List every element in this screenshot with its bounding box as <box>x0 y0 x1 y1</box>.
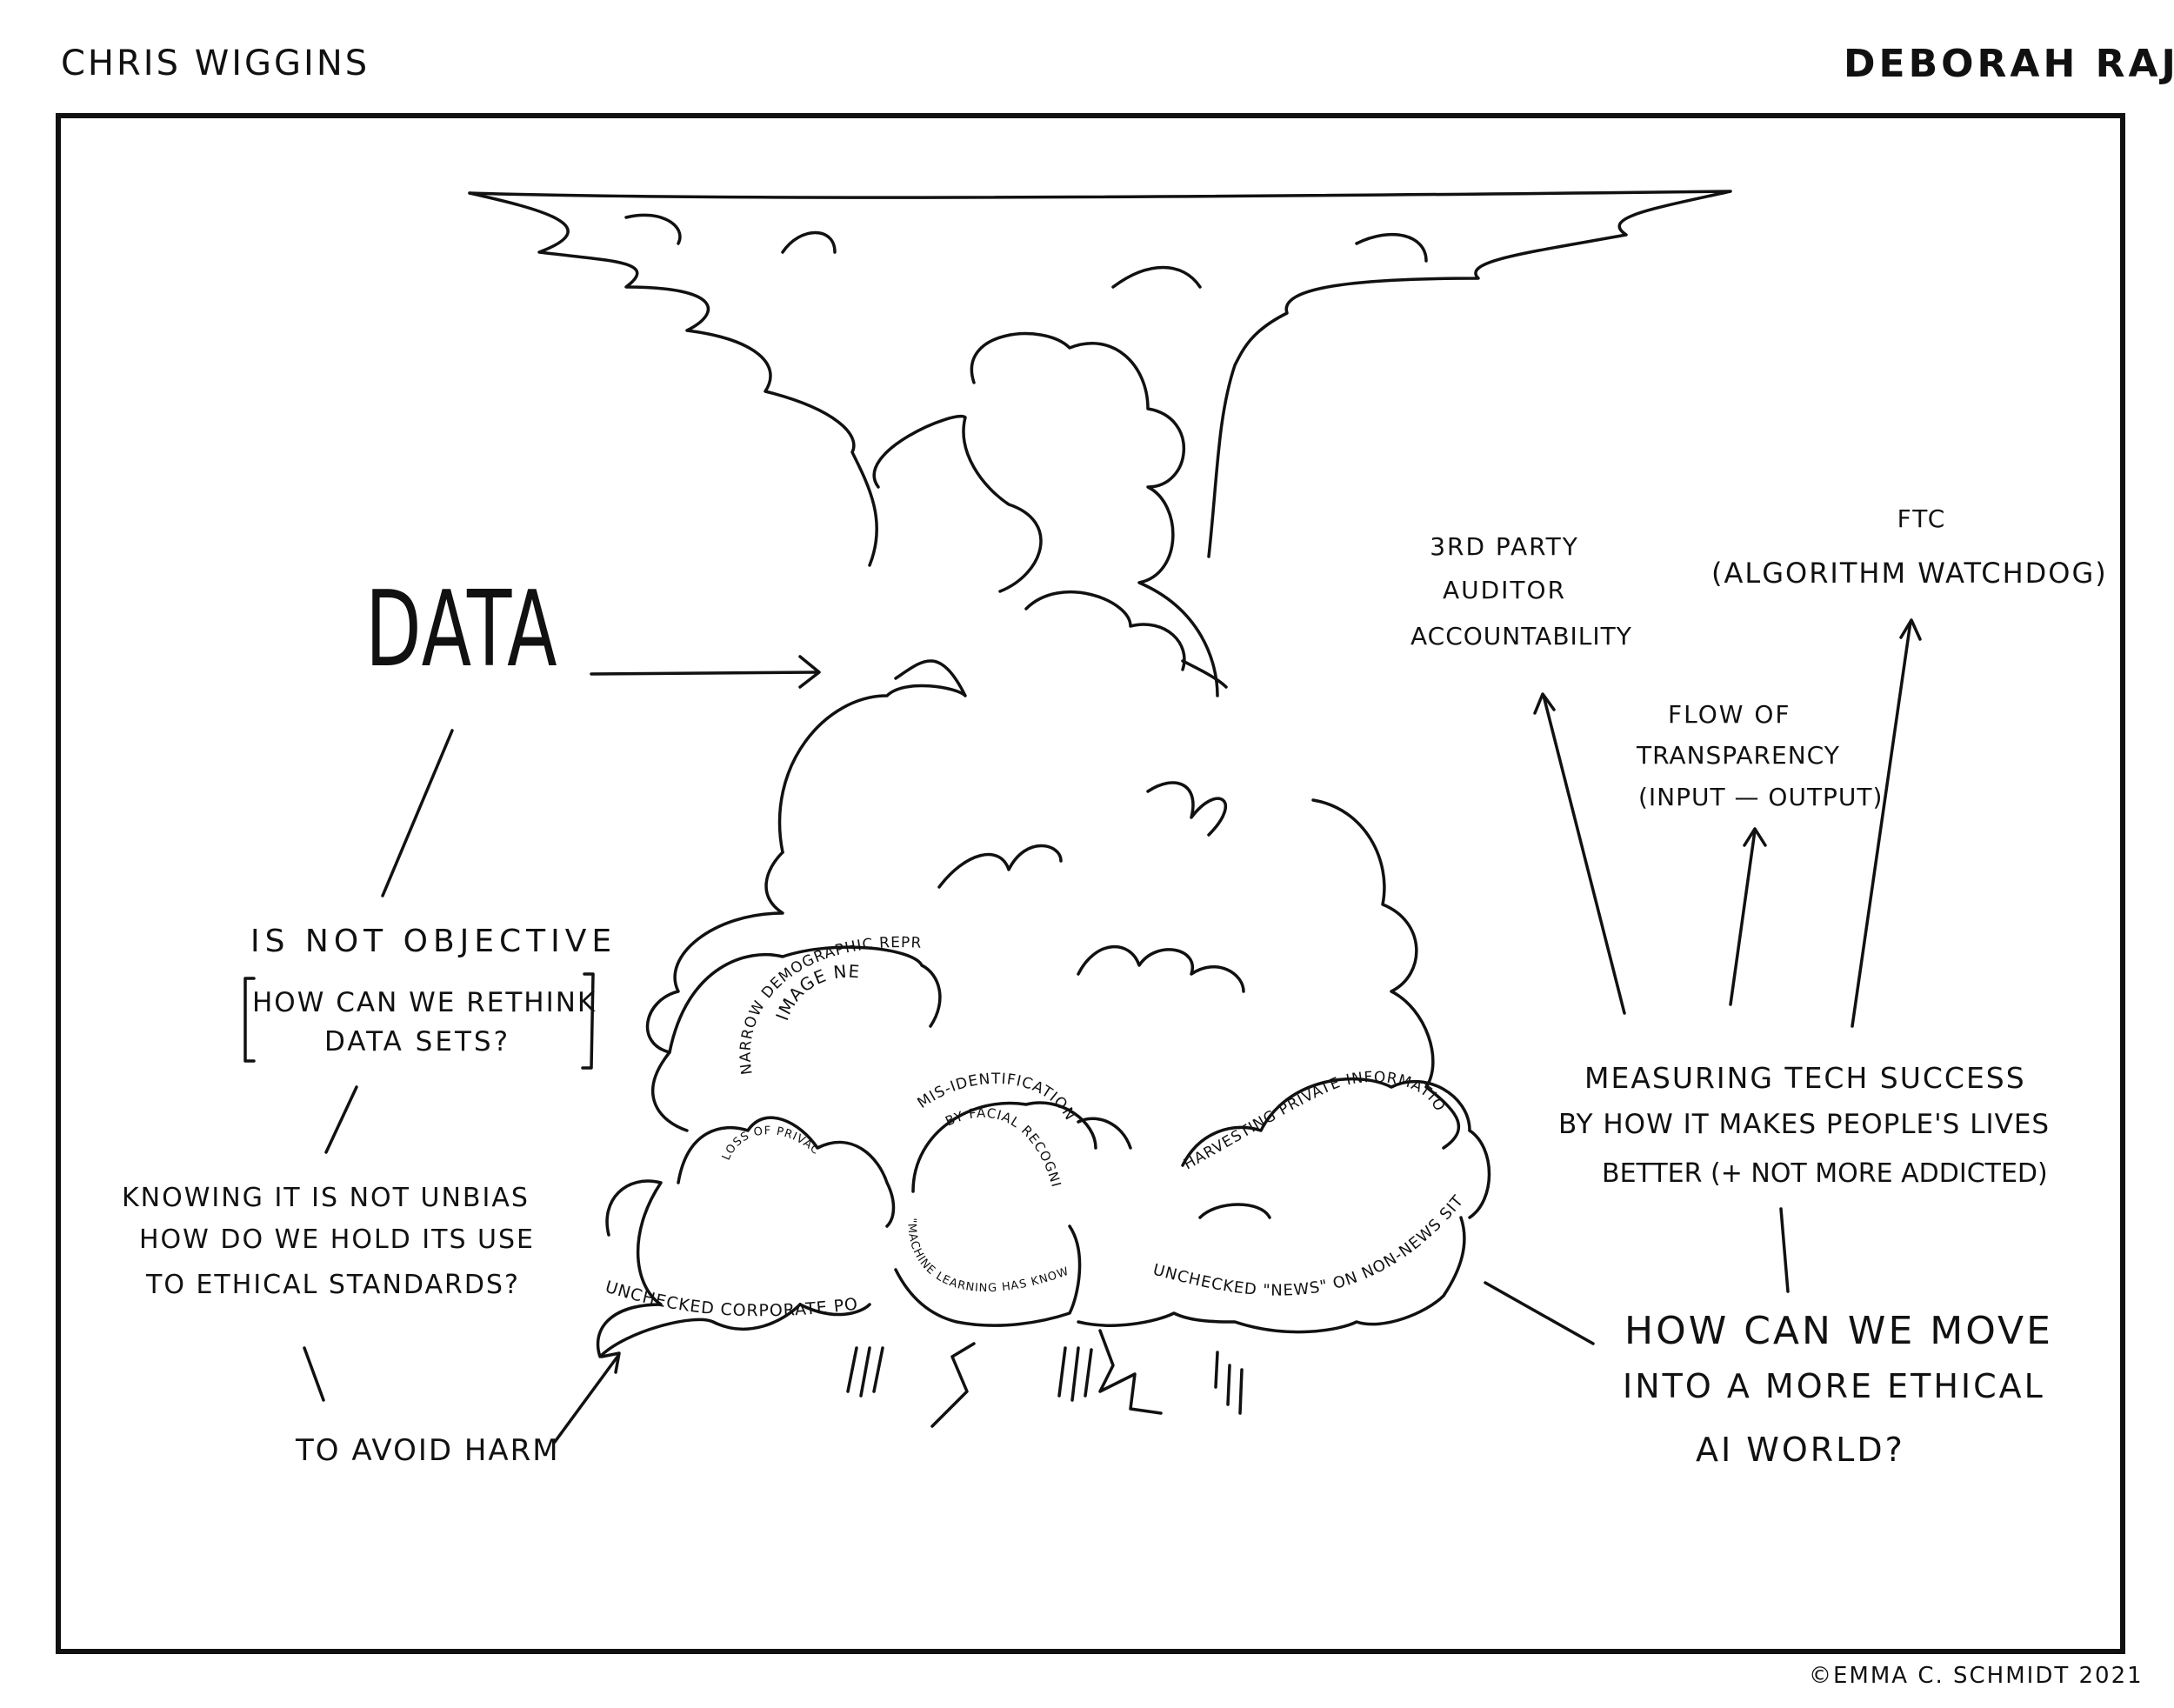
label-mis-identification: MIS-IDENTIFICATION <box>915 1071 1079 1124</box>
auditor-text-line1: 3RD PARTY <box>1391 532 1617 561</box>
cloud-anvil-top <box>470 191 1731 557</box>
cloud-main-body <box>780 661 965 852</box>
connector-measure-to-move <box>1781 1209 1788 1291</box>
lightning-bolt-right <box>1100 1331 1161 1413</box>
measure-text-line1: MEASURING TECH SUCCESS <box>1584 1061 2026 1095</box>
cloud-upper-tower-left <box>874 417 1041 591</box>
connector-cloud-to-move <box>1485 1283 1593 1344</box>
measure-text-line2: BY HOW IT MAKES PEOPLE'S LIVES <box>1558 1109 2050 1140</box>
auditor-text-line3: ACCOUNTABILITY <box>1410 622 1632 651</box>
unbias-text-line3: TO ETHICAL STANDARDS? <box>146 1270 520 1300</box>
harm-arrow-line <box>555 1357 617 1442</box>
flow-arrow-line <box>1731 831 1755 1004</box>
cloud-inner-curl-1 <box>1148 783 1225 835</box>
cloud-inner-curl-3 <box>1078 947 1244 991</box>
cloud-bottom-left <box>598 1181 870 1357</box>
cloud-bottom-right <box>1078 1218 1464 1332</box>
lightning-bolt-left <box>932 1344 974 1426</box>
ftc-text-line1: FTC <box>1791 504 2052 533</box>
cloud-tower-bump <box>1026 592 1184 670</box>
cloud-tower-bump-2 <box>1183 661 1226 687</box>
copyright-credit: ©EMMA C. SCHMIDT 2021 <box>1809 1663 2144 1689</box>
unbias-text-line1: KNOWING IT IS NOT UNBIAS <box>122 1183 530 1213</box>
move-text-line2: INTO A MORE ETHICAL <box>1623 1367 2045 1405</box>
ftc-text-line2: (ALGORITHM WATCHDOG) <box>1711 557 2108 590</box>
flow-text-line2: TRANSPARENCY <box>1637 741 1840 770</box>
cloud-bump-right-low <box>1470 1131 1490 1218</box>
flow-text-line3: (INPUT — OUTPUT) <box>1638 783 1883 811</box>
cloud-anvil-detail-2 <box>1113 268 1200 288</box>
label-image-net: IMAGE NET <box>0 0 861 1024</box>
cloud-inner-curl-2 <box>939 846 1061 888</box>
cloud-anvil-left <box>470 193 877 565</box>
ftc-arrow-line <box>1852 622 1911 1026</box>
cloud-anvil-detail-1 <box>626 215 680 244</box>
rethink-text-line1: HOW CAN WE RETHINK <box>252 987 583 1018</box>
move-text-line3: AI WORLD? <box>1696 1431 1905 1469</box>
auditor-text-line2: AUDITOR <box>1391 576 1617 604</box>
data-arrow-line <box>591 672 817 674</box>
auditor-arrow-line <box>1544 696 1624 1013</box>
cloud-bump-mid-right <box>1200 1204 1270 1218</box>
label-harvesting-private-info: HARVESTING PRIVATE INFORMATION <box>0 0 1449 1173</box>
rethink-text-line2: DATA SETS? <box>252 1026 583 1057</box>
connector-objective-to-knowing <box>326 1087 357 1152</box>
move-text-line1: HOW CAN WE MOVE <box>1624 1309 2053 1353</box>
rain-lines <box>848 1348 1242 1413</box>
cloud-anvil-detail-4 <box>783 233 835 253</box>
connector-knowing-to-harm <box>304 1348 323 1400</box>
cloud-upper-tower <box>971 334 1217 696</box>
unbias-text-line2: HOW DO WE HOLD ITS USE <box>139 1224 535 1255</box>
cloud-anvil-detail-3 <box>1357 235 1426 261</box>
measure-text-line3: BETTER (+ NOT MORE ADDICTED) <box>1602 1158 2048 1189</box>
flow-text-line1: FLOW OF <box>1668 700 1791 729</box>
avoid-harm-text: TO AVOID HARM <box>296 1433 560 1468</box>
connector-data-to-objective <box>383 731 452 896</box>
data-heading: DATA <box>365 570 558 691</box>
not-objective-text: IS NOT OBJECTIVE <box>250 924 617 959</box>
label-narrow-demographic: NARROW DEMOGRAPHIC REPRESENTATION <box>0 0 923 1076</box>
